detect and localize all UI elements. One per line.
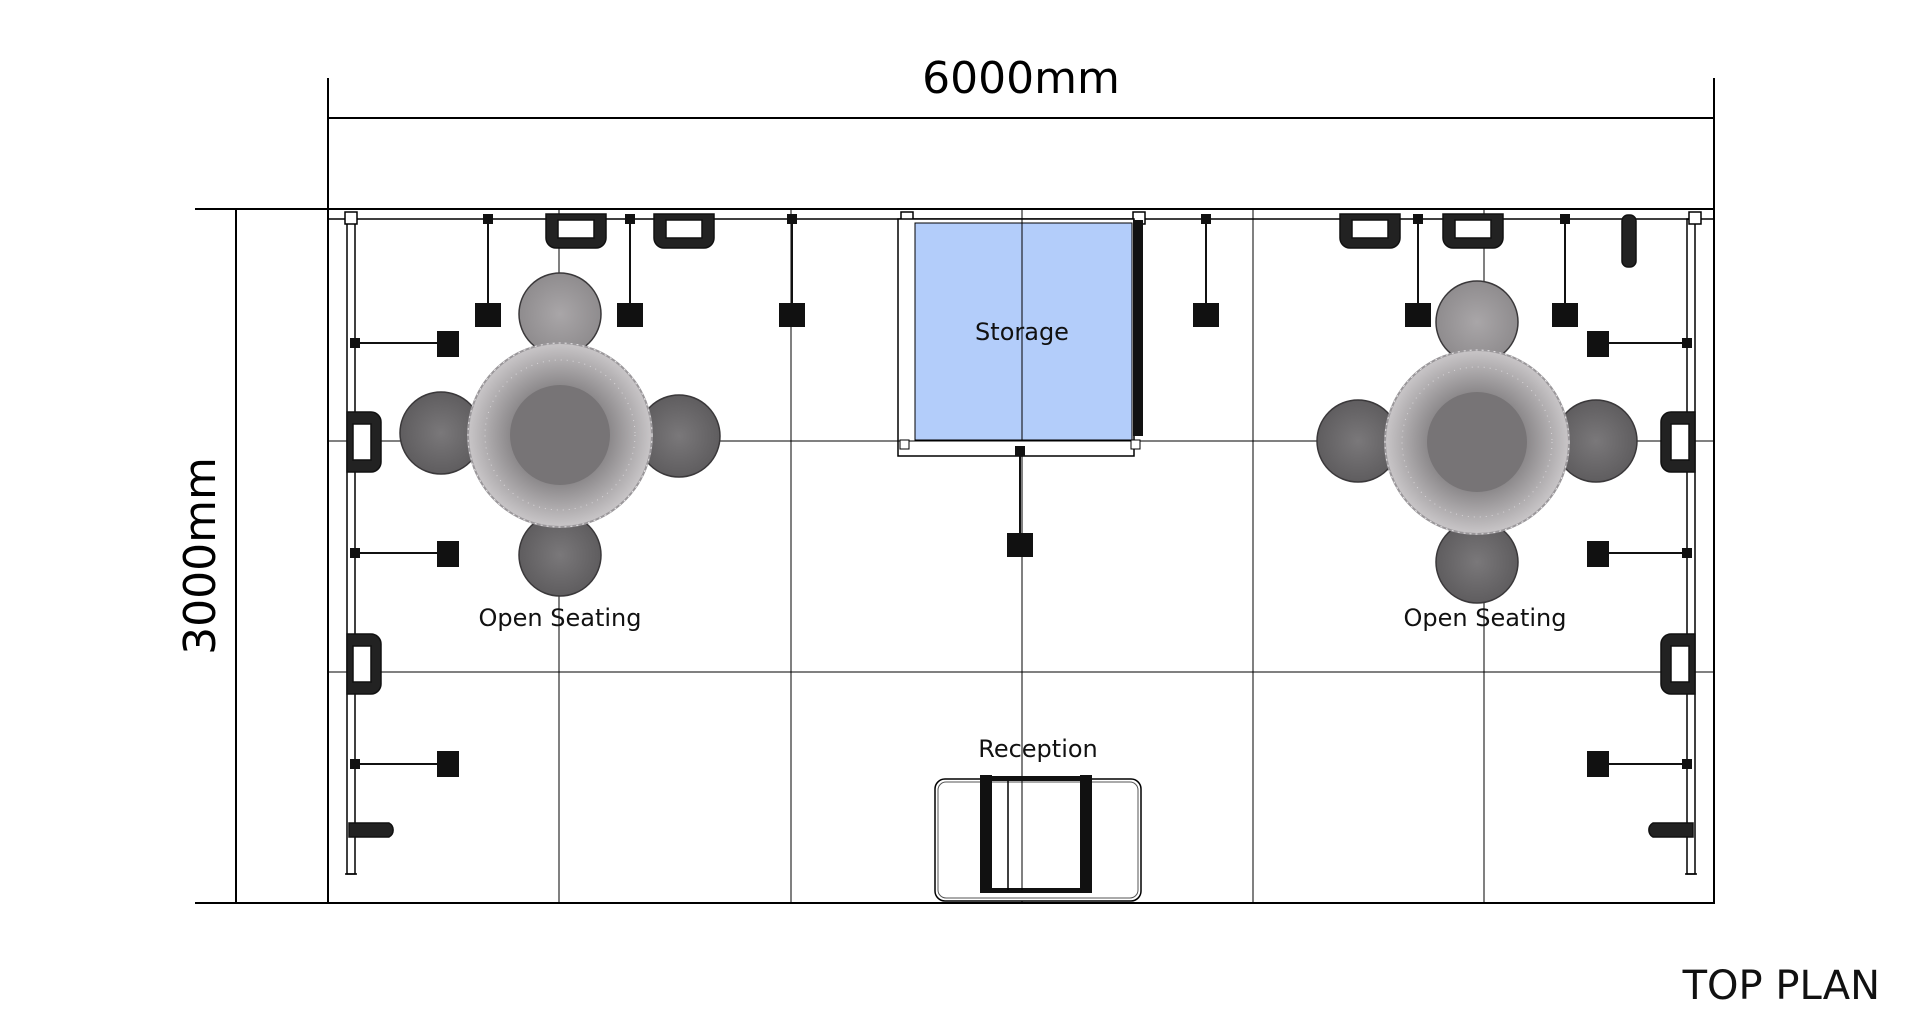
spotlight-icon xyxy=(1587,541,1692,567)
reception-counter xyxy=(934,775,1142,902)
spotlight-icon xyxy=(1405,214,1431,327)
spotlight-icon xyxy=(779,214,805,327)
open-seating-right-label: Open Seating xyxy=(1404,604,1567,632)
brochure-holder-icon xyxy=(1442,213,1504,249)
reception-label: Reception xyxy=(978,735,1098,763)
shelf-bracket-icon xyxy=(348,822,394,838)
open-seating-left xyxy=(399,272,721,597)
spotlight-icon xyxy=(475,214,501,327)
height-dimension xyxy=(195,208,328,904)
spotlight-icon xyxy=(1587,751,1692,777)
spotlight-icon xyxy=(350,331,459,357)
spotlight-icon xyxy=(1007,446,1033,557)
spotlight-group xyxy=(350,214,1692,777)
storage-label: Storage xyxy=(975,318,1069,346)
plan-title: TOP PLAN xyxy=(1682,963,1880,1009)
brochure-holder-icon xyxy=(653,213,715,249)
side-wall-displays xyxy=(346,411,1696,838)
storage-area xyxy=(914,222,1133,441)
spotlight-icon xyxy=(617,214,643,327)
left-wall-panel xyxy=(345,218,357,875)
storage-door xyxy=(1133,220,1143,436)
height-dimension-label: 3000mm xyxy=(175,457,226,655)
spotlight-icon xyxy=(1552,214,1578,327)
width-dimension-label: 6000mm xyxy=(922,53,1120,104)
brochure-holder-icon xyxy=(545,213,607,249)
spotlight-icon xyxy=(1193,214,1219,327)
wall-displays xyxy=(545,213,1637,268)
spotlight-icon xyxy=(1587,331,1692,357)
spotlight-icon xyxy=(350,541,459,567)
right-wall-panel xyxy=(1685,218,1697,875)
storage-room xyxy=(897,209,1143,457)
open-seating-right xyxy=(1316,280,1638,604)
brochure-holder-icon xyxy=(346,633,382,695)
brochure-holder-icon xyxy=(346,411,382,473)
brochure-holder-icon xyxy=(1660,633,1696,695)
open-seating-left-label: Open Seating xyxy=(479,604,642,632)
width-dimension xyxy=(327,78,1715,208)
brochure-holder-icon xyxy=(1660,411,1696,473)
wall-bracket-icon xyxy=(1621,214,1637,268)
brochure-holder-icon xyxy=(1339,213,1401,249)
spotlight-icon xyxy=(350,751,459,777)
shelf-bracket-icon xyxy=(1648,822,1694,838)
